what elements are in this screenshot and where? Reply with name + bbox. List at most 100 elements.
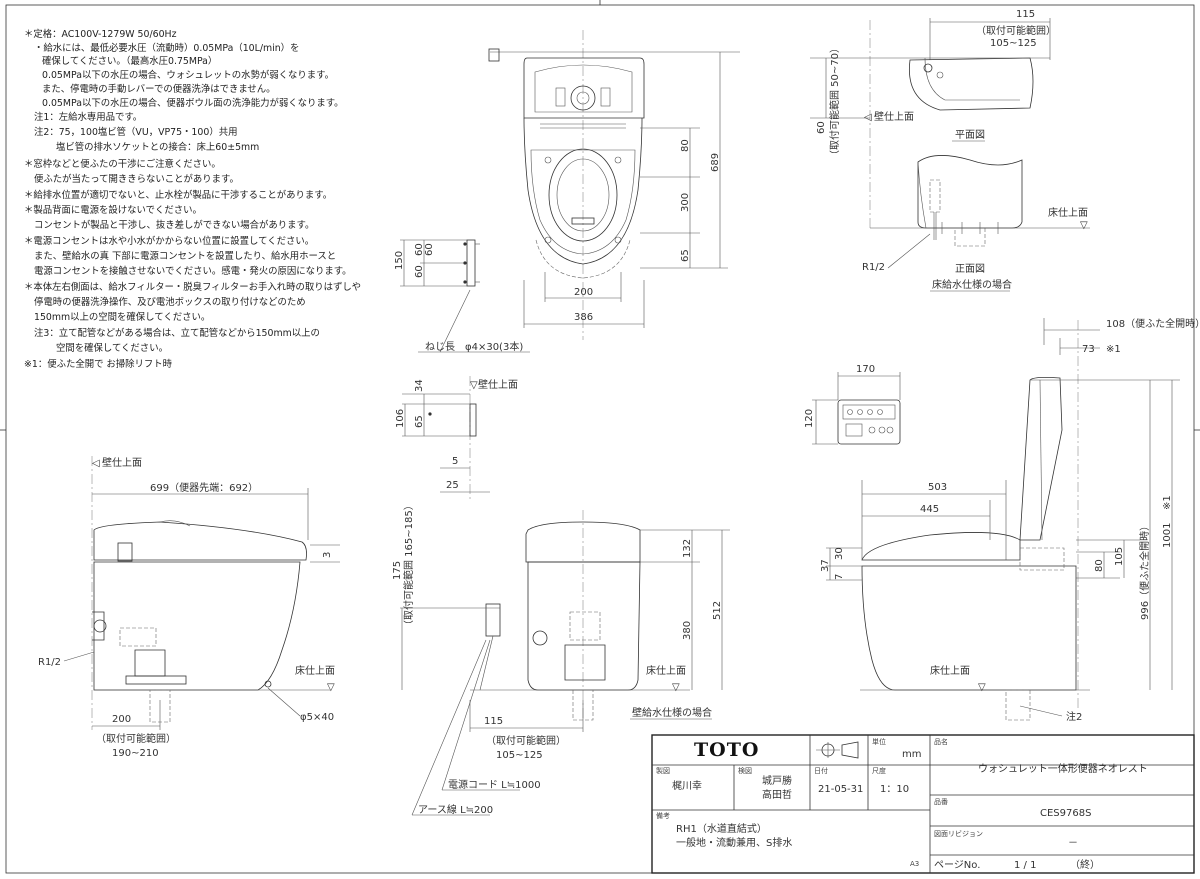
dim-text: 60 [424,243,435,256]
range-label: （取付可能範囲） [976,24,1056,37]
checker-label: 検図 [738,766,752,775]
dim-text: 512 [712,601,723,620]
view-caption: 正面図 [955,263,985,275]
dim-text: 115 [484,716,503,727]
dim-text: 386 [574,312,593,323]
note-line: 0.05MPa以下の水圧の場合、ウォシュレットの水勢が弱くなります。 [42,69,334,81]
dim-text: 106 [395,409,406,428]
floor-marker: ▽ [1080,220,1088,231]
dim-text: 170 [856,364,875,375]
name-label: 品名 [934,737,948,746]
dim-text: 996（便ふた全開時） [1138,521,1151,620]
dim-text: 37 [820,559,831,572]
checker-name: 城戸勝 [762,774,792,787]
remote-outline [837,399,901,445]
range-label: （取付可能範囲） [96,732,176,745]
dim-text: 699（便器先端：692） [150,481,258,494]
floor-label: 床仕上面 [1048,206,1088,219]
bracket-side-view: ▽ 壁仕上面 34 106 65 5 25 [395,376,518,500]
model-label: 品番 [934,798,948,806]
dim-text: 200 [112,714,131,725]
dim-text: 60 [414,243,425,256]
note-line: また、壁給水の真 下部に電源コンセントを設置したり、給水用ホースと [34,250,336,262]
note-line: 注1：左給水専用品です。 [34,111,142,123]
hole-label: φ5×40 [300,712,334,723]
dim-text: 73 [1082,344,1095,355]
date-label: 日付 [814,766,828,775]
r-label: R1/2 [862,262,885,273]
wall-label: 壁仕上面 [874,110,914,123]
note-line: 電源コンセントを接触させないでください。感電・発火の原因になります。 [34,265,352,277]
open-lid-view: 108（便ふた全開時） 73 ※1 床仕上面 ▽ 注2 503 445 37 3… [820,317,1200,723]
remarks-label: 備考 [656,811,670,820]
view-caption: 壁給水仕様の場合 [632,706,712,719]
wall-label: 壁仕上面 [478,378,518,391]
height-range: （取付可能範囲 50~70） [828,43,841,160]
note-line: 確保してください。（最高水圧0.75MPa） [42,55,217,67]
dim-text: 65 [680,249,691,262]
range-label: （取付可能範囲） [486,734,566,747]
note-line: 0.05MPa以下の水圧の場合、便器ボウル面の洗浄能力が弱くなります。 [42,97,344,109]
wall-marker: ◁ [92,458,100,469]
scale-label: 尺度 [872,766,886,775]
dim-text: 115 [1016,9,1035,20]
note2-label: 注2 [1066,710,1082,723]
projection-symbol [816,741,859,759]
dim-text: 5 [452,456,458,467]
floor-marker: ▽ [327,682,335,693]
model-number: CES9768S [1040,808,1091,819]
note-line: ＊本体左右側面は、給水フィルター・脱臭フィルターお手入れ時の取りはずしや [24,281,361,293]
scale-value: 1：10 [880,784,909,795]
range-value: 190~210 [112,748,159,759]
note-line: ＊窓枠などと便ふたの干渉にご注意ください。 [24,158,221,170]
r-label: R1/2 [38,657,61,668]
floor-marker: ▽ [672,682,680,693]
remarks-line: 一般地・流動兼用、S排水 [676,836,792,849]
view-caption: 平面図 [955,129,985,141]
dim-text: 80 [1094,559,1105,572]
dim-text: 105~125 [990,38,1037,49]
floor-label: 床仕上面 [646,664,686,677]
dim-text: 132 [682,539,693,558]
note-line: 150mm以上の空間を確保してください。 [34,311,210,323]
title-block: TOTO 単位 mm 品名 ウォシュレット一体形便器ネオレスト 製図 梶川幸 検… [651,734,1195,874]
note-line: ※1：便ふた全開で お掃除リフト時 [24,358,173,370]
checker-name: 高田哲 [762,788,792,801]
notes-block: ＊定格：AC100V-1279W 50/60Hz ・給水には、最低必要水圧（流動… [24,28,361,370]
range-value: 105~125 [496,750,543,761]
floor-marker: ▽ [978,682,986,693]
dim-text: 175 [392,561,403,580]
side-view: ◁ 壁仕上面 699（便器先端：692） 3 R1/2 床仕上面 ▽ φ5×40… [38,456,340,759]
unit-label: 単位 [872,737,886,746]
front-view: 175 （取付可能範囲 165~185） 132 380 512 床仕上面 ▽ … [392,500,730,816]
note-line: また、停電時の手動レバーでの便器洗浄はできません。 [42,83,276,95]
screw-label: ねじ長 φ4×30(3本) [425,340,523,353]
unit-value: mm [902,749,921,760]
front-small-view: 床仕上面 ▽ R1/2 正面図 床給水仕様の場合 [862,155,1090,292]
range-label: （取付可能範囲 165~185） [402,500,415,630]
dim-text: 34 [414,379,425,392]
dim-text: ※1 [1162,495,1173,510]
dim-text: 200 [574,287,593,298]
dim-text: 300 [680,193,691,212]
note-line: 空間を確保してください。 [56,342,168,354]
note-line: コンセントが製品と干渉し、抜き差しができない場合があります。 [34,219,314,231]
note-line: ・給水には、最低必要水圧（流動時）0.05MPa（10L/min）を [34,42,299,54]
brand-logo: TOTO [694,739,759,761]
floor-label: 床仕上面 [930,664,970,677]
revision-label: 図面リビジョン [934,829,983,838]
dim-text: 60 [414,265,425,278]
page-number: 1 / 1 [1014,860,1036,871]
note-line: ＊給排水位置が適切でないと、止水栓が製品に干渉することがあります。 [24,189,332,201]
dim-text: 105 [1114,547,1125,566]
note-line: ＊定格：AC100V-1279W 50/60Hz [24,28,177,40]
dim-text: 380 [682,621,693,640]
wall-label: ▽ [470,380,478,391]
cord-label: 電源コード L≒1000 [448,778,541,791]
note-line: 停電時の便器洗浄操作、及び電池ボックスの取り付けなどのため [34,296,306,308]
dim-text: 25 [446,480,459,491]
paper-size: A3 [910,860,919,868]
note-line: 塩ビ管の排水ソケットとの接合：床上60±5mm [56,141,259,153]
dim-text: 150 [394,251,405,270]
